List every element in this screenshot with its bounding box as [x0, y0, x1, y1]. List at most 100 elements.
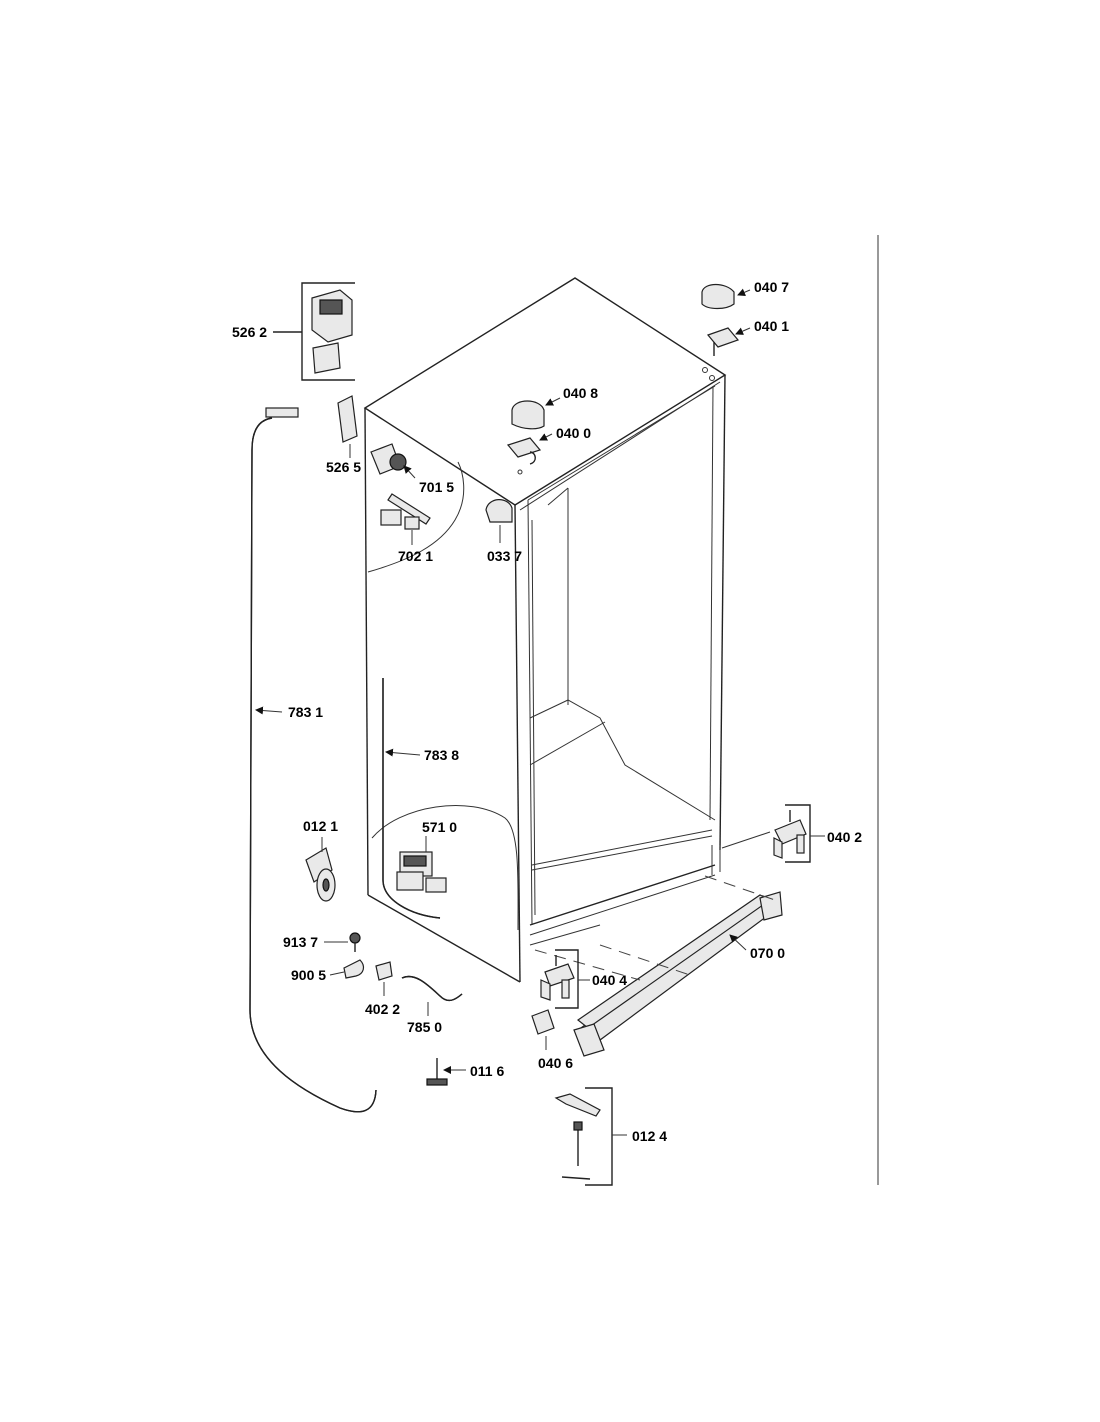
part-040-6	[531, 1009, 555, 1050]
label-033-7: 033 7	[487, 548, 522, 564]
label-040-6: 040 6	[538, 1055, 573, 1071]
label-040-7: 040 7	[754, 279, 789, 295]
cabinet-inner-left	[527, 499, 533, 926]
cover-plate-icon	[337, 395, 358, 443]
alignment-dash-1	[704, 875, 776, 901]
part-040-1	[706, 327, 751, 356]
part-785-0	[401, 975, 463, 1016]
water-valve-coil-icon	[403, 855, 427, 867]
part-012-1	[305, 837, 336, 902]
water-tube-icon	[249, 417, 377, 1113]
part-701-5	[370, 443, 416, 479]
cabinet-back-top	[547, 487, 569, 506]
part-783-8	[382, 678, 441, 919]
label-012-1: 012 1	[303, 818, 338, 834]
cabinet-side-bottom	[367, 894, 521, 983]
part-526-5	[337, 395, 358, 458]
center-hinge-pin-icon	[529, 451, 536, 465]
part-913-7	[324, 932, 361, 952]
cabinet-top-face	[363, 277, 727, 506]
label-040-8: 040 8	[563, 385, 598, 401]
leader-070-0	[729, 934, 747, 951]
part-900-5	[329, 959, 365, 979]
label-571-0: 571 0	[422, 819, 457, 835]
part-571-0	[396, 836, 447, 893]
cabinet-compartment-shelf	[529, 721, 606, 766]
label-402-2: 402 2	[365, 1001, 400, 1017]
cabinet-compartment-floor	[531, 829, 713, 866]
part-040-0	[506, 433, 553, 465]
label-070-0: 070 0	[750, 945, 785, 961]
label-040-0: 040 0	[556, 425, 591, 441]
cabinet-bottom-front-3	[529, 924, 601, 946]
label-702-1: 702 1	[398, 548, 433, 564]
cabinet-hinge-hole	[702, 367, 708, 373]
switch-body-icon	[380, 509, 402, 526]
water-valve-base-icon	[396, 871, 424, 891]
cabinet-hinge-hole	[709, 375, 715, 381]
part-070-0	[534, 875, 783, 1057]
label-012-4: 012 4	[632, 1128, 667, 1144]
cabinet-front-top-inner-2	[519, 381, 721, 511]
leader-040-1	[735, 327, 751, 335]
drain-hose-inner	[401, 975, 463, 1002]
tube-clip-icon	[343, 959, 365, 979]
water-valve-outlet-icon	[425, 877, 447, 893]
water-tube-inner	[249, 417, 377, 1113]
leader-900-5	[329, 971, 345, 976]
bar-tool-icon	[561, 1176, 591, 1180]
cabinet-bottom-front	[529, 864, 716, 926]
label-913-7: 913 7	[283, 934, 318, 950]
label-526-2: 526 2	[232, 324, 267, 340]
cabinet-front-left-edge	[514, 504, 521, 983]
part-040-2	[721, 804, 825, 863]
cabinet-cutaway-upper	[367, 461, 465, 573]
part-040-4	[540, 949, 590, 1009]
top-hinge-plate-icon	[706, 327, 740, 348]
alignment-dash-2	[534, 949, 641, 981]
hinge-bracket-icon	[531, 1009, 555, 1035]
leader-783-8	[385, 748, 421, 757]
label-040-1: 040 1	[754, 318, 789, 334]
control-box-icon	[311, 289, 353, 343]
lamp-cover-icon	[485, 499, 513, 523]
cabinet-compartment-slope	[529, 699, 716, 821]
center-hinge-plate-icon	[506, 437, 542, 458]
label-785-0: 785 0	[407, 1019, 442, 1035]
leader-040-7	[737, 288, 751, 296]
switch-tab-icon	[404, 516, 420, 530]
part-040-7	[701, 283, 751, 310]
hinge-mount-line	[721, 831, 771, 849]
label-040-4: 040 4	[592, 972, 627, 988]
cabinet-inner-right	[709, 385, 714, 821]
cabinet-side-left-edge	[364, 407, 369, 896]
part-011-6	[426, 1058, 466, 1086]
short-tube-inner	[382, 678, 441, 919]
part-702-1	[380, 493, 431, 545]
leader-783-1	[255, 706, 283, 715]
kickplate-end-cap-left	[573, 1023, 605, 1057]
cabinet-inner-left-2	[531, 519, 536, 916]
thermostat-knob-icon	[389, 453, 407, 471]
lower-left-hinge-pin-icon	[561, 979, 570, 999]
label-783-1: 783 1	[288, 704, 323, 720]
lower-left-hinge-plate-icon	[544, 963, 575, 987]
part-012-4	[554, 1087, 627, 1186]
rubber-cap-icon	[375, 961, 393, 981]
label-783-8: 783 8	[424, 747, 459, 763]
alignment-dash-3	[599, 944, 691, 976]
part-783-1	[249, 407, 377, 1113]
part-402-2	[375, 961, 393, 996]
tube-fitting-icon	[265, 407, 299, 418]
label-011-6: 011 6	[470, 1063, 504, 1079]
label-card-icon	[312, 342, 341, 374]
control-box-terminal	[319, 299, 343, 315]
part-040-8	[511, 397, 561, 430]
kickplate-top-icon	[576, 894, 772, 1029]
cabinet-front-right-edge	[719, 374, 726, 851]
cabinet-compartment-floor-2	[531, 835, 713, 871]
wrench-icon	[554, 1093, 601, 1117]
part-526-2	[273, 282, 355, 381]
kickplate-end-cap-right	[759, 891, 783, 921]
lower-hinge-plate-icon	[774, 819, 807, 845]
